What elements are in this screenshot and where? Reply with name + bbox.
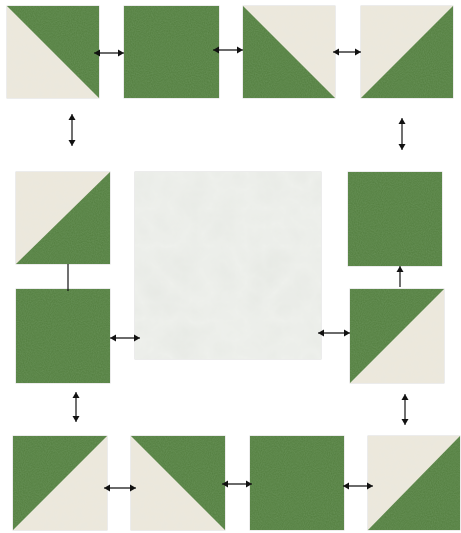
quilt-layout-diagram: [0, 0, 461, 533]
arrow-bottom-3-to-bottom-4: [0, 0, 461, 533]
